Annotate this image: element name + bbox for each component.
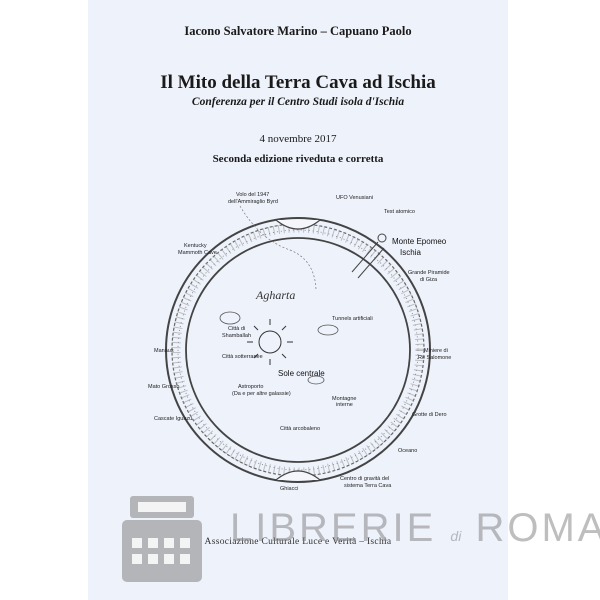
label-montagne: Montagne — [332, 396, 356, 402]
label-centro-2: sistema Terra Cava — [344, 483, 392, 489]
central-sun — [247, 319, 293, 365]
inner-crust — [185, 237, 411, 463]
byrd-flight-path — [239, 205, 317, 291]
label-interne: interne — [336, 402, 353, 408]
label-mato: Mato Grosso — [148, 384, 179, 390]
inner-mountains — [307, 375, 325, 385]
label-citta-di: Città di — [228, 326, 245, 332]
label-giza: di Giza — [420, 277, 438, 283]
hollow-earth-diagram: Volo del 1947 dell'Ammiraglio Byrd UFO V… — [148, 192, 451, 492]
label-salomone: Re Salomone — [418, 355, 451, 361]
watermark-main: LIBRERIE — [230, 506, 437, 550]
label-ischia: Ischia — [400, 248, 421, 257]
typewriter-icon — [122, 496, 202, 582]
label-grotte: Grotte di Dero — [412, 412, 447, 418]
label-arcobaleno: Città arcobaleno — [280, 426, 320, 432]
inner-cloud — [317, 324, 339, 336]
watermark-brand: LIBRERIE di ROMA — [230, 506, 600, 551]
label-centro: Centro di gravità del — [340, 476, 389, 482]
label-epomeo: Monte Epomeo — [392, 237, 447, 246]
label-sole: Sole centrale — [278, 369, 325, 378]
label-ufo: UFO Venusiani — [336, 195, 373, 201]
label-cascate: Cascate Iguazu — [154, 416, 192, 422]
label-miniere: Miniere di — [424, 348, 448, 354]
label-sotterranee: Città sotterranee — [222, 354, 263, 360]
publication-date: 4 novembre 2017 — [259, 133, 337, 145]
label-kentucky: Kentucky — [184, 243, 207, 249]
book-subtitle: Conferenza per il Centro Studi isola d'I… — [191, 96, 405, 108]
watermark-city: ROMA — [475, 506, 600, 550]
watermark-small: di — [450, 528, 462, 544]
label-shamballah: Shamballah — [222, 333, 251, 339]
publisher: Associazione Culturale Luce e Verità – I… — [204, 537, 392, 547]
north-polar-opening — [275, 219, 321, 230]
edition-note: Seconda edizione riveduta e corretta — [212, 153, 384, 165]
outer-crust — [165, 217, 431, 483]
shamballah-city — [219, 311, 241, 325]
south-polar-opening — [275, 470, 321, 481]
label-test: Test atomico — [384, 209, 415, 215]
ischia-tunnel — [351, 233, 387, 279]
label-astroporto-2: (Da e per altre galassie) — [232, 391, 291, 397]
label-volo-2: dell'Ammiraglio Byrd — [228, 199, 278, 205]
label-mammoth: Mammoth Cave — [178, 250, 217, 256]
crust-texture — [171, 223, 425, 477]
label-tunnels: Tunnels artificiali — [332, 316, 373, 322]
authors: Iacono Salvatore Marino – Capuano Paolo — [184, 24, 412, 38]
label-ghiacci: Ghiacci — [280, 486, 298, 492]
label-manaus: Manaus — [154, 348, 174, 354]
label-agharta: Agharta — [255, 288, 295, 302]
book-title: Il Mito della Terra Cava ad Ischia — [160, 72, 436, 93]
label-volo: Volo del 1947 — [236, 192, 269, 198]
label-astroporto: Astroporto — [238, 384, 263, 390]
label-piramide: Grande Piramide — [408, 270, 450, 276]
label-oceano: Oceano — [398, 448, 417, 454]
